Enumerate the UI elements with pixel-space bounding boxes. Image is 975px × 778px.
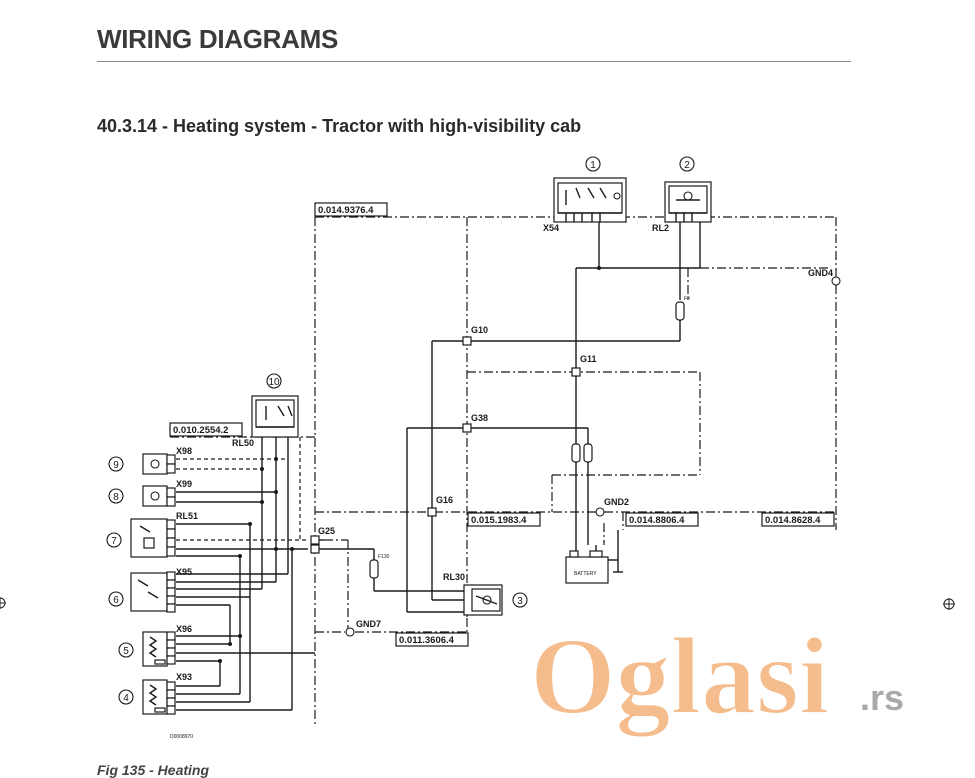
node-g25-label: G25 [318, 526, 335, 536]
ground-gnd7-label: GND7 [356, 619, 381, 629]
component-2-rl2: RL2 2 [652, 156, 712, 233]
node-g11-label: G11 [580, 354, 597, 364]
header-divider [97, 61, 851, 62]
ground-gnd4-label: GND4 [808, 268, 833, 278]
node-g11: G11 [571, 354, 597, 377]
battery-fuses [571, 443, 593, 463]
component-number-3: 3 [517, 596, 523, 607]
component-number-2: 2 [684, 160, 690, 171]
battery-label: BATTERY [574, 571, 597, 577]
registration-mark-icon [943, 598, 955, 610]
ref-r6: 0.011.3606.4 [399, 635, 455, 646]
watermark-brand: Oglasi [530, 618, 830, 737]
connector-rl51: RL51 [176, 511, 198, 521]
watermark-suffix: .rs [860, 677, 904, 718]
node-g25: G25 [310, 526, 335, 554]
fuse-f130-label: F130 [378, 554, 390, 560]
fuse-f8-label: F8 [684, 296, 690, 302]
power-wires [318, 222, 701, 613]
component-number-9: 9 [113, 460, 119, 471]
connector-x98: X98 [176, 446, 192, 456]
ref-r2: 0.010.2554.2 [173, 425, 228, 436]
node-g10: G10 [462, 325, 488, 346]
component-7-rl51: RL51 7 [106, 511, 198, 558]
registration-mark-icon [0, 597, 6, 609]
ground-gnd4: GND4 [808, 268, 841, 286]
node-g10-label: G10 [471, 325, 488, 335]
page-header-title: WIRING DIAGRAMS [97, 24, 339, 54]
section-title: 40.3.14 - Heating system - Tractor with … [97, 116, 582, 136]
node-g38: G38 [462, 413, 488, 433]
ref-r1: 0.014.9376.4 [318, 205, 374, 216]
component-1-x54: X54 1 [543, 156, 627, 233]
component-number-10: 10 [268, 377, 280, 388]
reference-labels: 0.014.9376.4 0.010.2554.2 0.015.1983.4 0… [169, 202, 835, 647]
figure-caption: Fig 135 - Heating [97, 762, 210, 778]
connector-x96: X96 [176, 624, 192, 634]
connector-x54: X54 [543, 223, 559, 233]
component-number-8: 8 [113, 492, 119, 503]
fuse-f8: F8 [675, 296, 690, 321]
ref-r3: 0.015.1983.4 [471, 515, 527, 526]
connector-rl30: RL30 [443, 572, 465, 582]
connector-rl2: RL2 [652, 223, 669, 233]
fuse-f130: F130 [369, 554, 390, 579]
component-number-5: 5 [123, 646, 129, 657]
component-6-x95: X95 6 [108, 567, 192, 613]
component-number-6: 6 [113, 595, 119, 606]
component-number-4: 4 [123, 693, 129, 704]
ref-r5: 0.014.8628.4 [765, 515, 821, 526]
node-g38-label: G38 [471, 413, 488, 423]
component-8-x99: X99 8 [108, 479, 192, 507]
component-number-1: 1 [590, 160, 596, 171]
connector-x99: X99 [176, 479, 192, 489]
component-3-rl30: RL30 3 [443, 572, 528, 616]
connector-x95: X95 [176, 567, 192, 577]
component-10-rl50: RL50 10 [232, 373, 299, 448]
ref-r4: 0.014.8806.4 [629, 515, 685, 526]
component-4-x93: X93 4 [118, 672, 192, 715]
watermark-logo: Oglasi .rs [530, 618, 904, 738]
component-5-x96: X96 5 [118, 624, 192, 667]
junction-dots [218, 266, 601, 663]
component-9-x98: X98 9 [108, 446, 192, 475]
node-g16: G16 [427, 495, 453, 517]
connector-x93: X93 [176, 672, 192, 682]
document-code: D0008970 [170, 734, 193, 740]
left-harness [176, 437, 315, 711]
ground-gnd2: GND2 [595, 497, 629, 517]
battery: BATTERY [565, 530, 623, 584]
ground-gnd7: GND7 [345, 619, 381, 637]
component-number-7: 7 [111, 536, 117, 547]
ground-gnd2-label: GND2 [604, 497, 629, 507]
node-g16-label: G16 [436, 495, 453, 505]
connector-rl50: RL50 [232, 438, 254, 448]
